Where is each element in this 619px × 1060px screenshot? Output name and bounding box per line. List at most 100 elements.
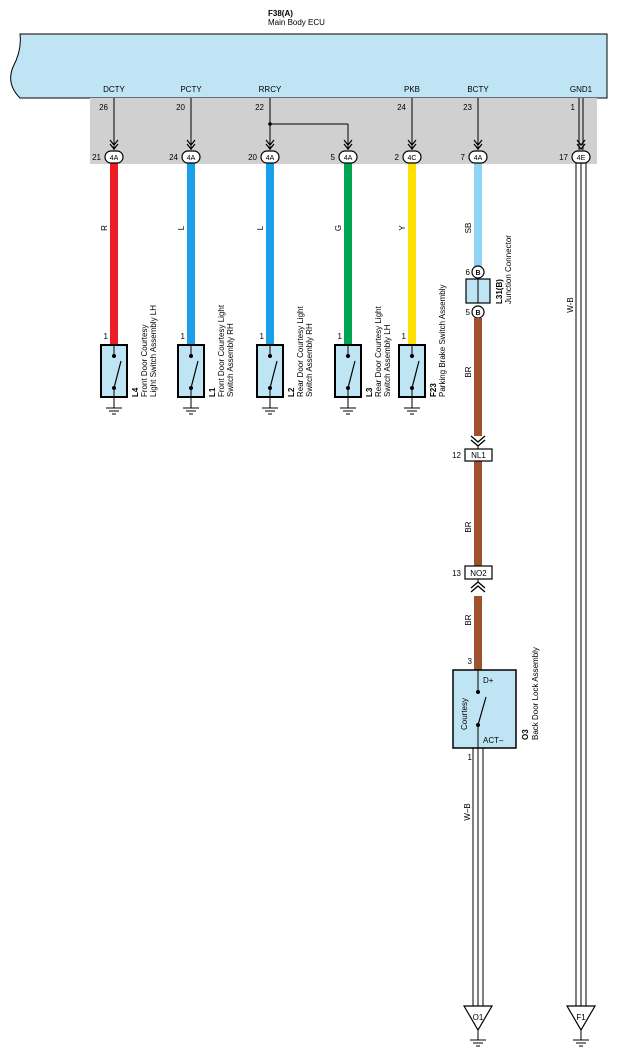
junction-connector: 4A 7 [461, 150, 488, 164]
backdoor-inner-label: Courtesy [460, 698, 469, 730]
junction-connector-l31: 6 B 5 B L31(B) Junction Connector [465, 235, 513, 319]
switch-pin: 1 [181, 332, 186, 341]
ecu-terminal-label: PKB [404, 85, 420, 94]
jc-pin: 20 [248, 153, 257, 162]
junction-connector: 4A 5 [331, 150, 358, 164]
switch-name-1: Rear Door Courtesy Light [374, 306, 383, 397]
jc-code: 4A [474, 155, 483, 162]
wire-code: G [334, 225, 343, 231]
switch-name-1: Front Door Courtesy [140, 325, 149, 397]
wire-code: W–B [463, 803, 472, 820]
wire-blue [266, 163, 274, 345]
switch-f23: 1 F23 Parking Brake Switch Assembly [398, 285, 447, 415]
jc-pin: 5 [331, 153, 336, 162]
back-door-lock-assembly: 3 D+ ACT– Courtesy O3 Back Door Lock Ass… [452, 647, 540, 762]
connector-code: NO2 [470, 569, 487, 578]
backdoor-pin-bottom: 1 [468, 753, 473, 762]
switch-name-2: Switch Assembly LH [383, 324, 392, 397]
backdoor-box [452, 669, 517, 749]
switch-pin: 1 [402, 332, 407, 341]
switch-name-1: Parking Brake Switch Assembly [438, 285, 447, 398]
junction-connector: 4A 21 [92, 150, 124, 164]
wire-green [344, 163, 352, 345]
ecu-pin: 26 [99, 103, 108, 112]
l31-letter: B [475, 310, 480, 317]
switch-l1: 1 L1 Front Door Courtesy Light Switch As… [177, 304, 235, 415]
ecu-terminal-label: PCTY [180, 85, 202, 94]
courtesy-switches: 1 L4 Front Door Courtesy Light Switch As… [100, 285, 447, 415]
wire-code: R [100, 225, 109, 231]
ecu-terminal-label: RRCY [259, 85, 282, 94]
wire-code: SB [464, 223, 473, 234]
jc-pin: 24 [169, 153, 178, 162]
wire-brown [474, 318, 482, 436]
jc-code: 4A [266, 155, 275, 162]
jc-pin: 2 [395, 153, 400, 162]
junction-connector: 4A 20 [248, 150, 280, 164]
backdoor-code: O3 [521, 729, 530, 740]
wire-sky-blue [474, 163, 482, 267]
wire-code: Y [398, 225, 407, 231]
switch-l2: 1 L2 Rear Door Courtesy Light Switch Ass… [256, 306, 314, 415]
ecu-pin: 24 [397, 103, 406, 112]
jc-code: 4A [187, 155, 196, 162]
l31-code: L31(B) [495, 279, 504, 304]
switch-l3: 1 L3 Rear Door Courtesy Light Switch Ass… [334, 306, 392, 415]
wire-code: BR [464, 614, 473, 625]
ecu-terminal-label: GND1 [570, 85, 593, 94]
switch-code: F23 [429, 383, 438, 397]
ecu-code: F38(A) [268, 9, 293, 18]
jc-code: 4C [408, 155, 417, 162]
ground-code: O1 [473, 1013, 484, 1022]
ecu-pin: 23 [463, 103, 472, 112]
l31-name: Junction Connector [504, 235, 513, 304]
l31-top-pin: 6 [466, 268, 471, 277]
wire-code: L [177, 225, 186, 230]
wire-white-black-f1 [575, 163, 587, 1012]
jc-pin: 7 [461, 153, 466, 162]
jc-code: 4E [577, 155, 586, 162]
switch-pin: 1 [338, 332, 343, 341]
switch-l4: 1 L4 Front Door Courtesy Light Switch As… [100, 305, 158, 415]
junction-connector: 4A 24 [169, 150, 201, 164]
connector-code: NL1 [471, 451, 486, 460]
switch-code: L2 [287, 387, 296, 397]
connector-pin: 13 [452, 569, 461, 578]
connector-no2: NO2 13 [452, 565, 493, 580]
backdoor-pin-top: 3 [468, 657, 473, 666]
switch-code: L1 [208, 387, 217, 397]
wire-white-black-o1 [472, 748, 484, 1012]
ground-o1: O1 [462, 1005, 494, 1047]
splice-dot [268, 122, 272, 126]
ecu-pin: 22 [255, 103, 264, 112]
backdoor-terminal-top: D+ [483, 676, 494, 685]
jc-pin: 17 [559, 153, 568, 162]
pin-chevrons [109, 139, 586, 150]
junction-connector: 4E 17 [559, 150, 591, 164]
ecu-pin: 20 [176, 103, 185, 112]
connector-pin: 12 [452, 451, 461, 460]
ecu-pin: 1 [571, 103, 576, 112]
ecu-terminals: DCTY PCTY RRCY PKB BCTY GND1 26 20 22 24… [99, 85, 593, 112]
wire-red [110, 163, 118, 345]
wire-brown [474, 596, 482, 670]
connector-nl1: NL1 12 [452, 448, 493, 462]
wire-blue [187, 163, 195, 345]
switch-name-1: Rear Door Courtesy Light [296, 306, 305, 397]
wire-code: BR [464, 366, 473, 377]
ground-code: F1 [576, 1013, 586, 1022]
wire-code: W-B [566, 297, 575, 312]
junction-connector: 4C 2 [395, 150, 422, 164]
wire-yellow [408, 163, 416, 345]
ground-f1: F1 [565, 1005, 597, 1047]
ecu-box [10, 33, 608, 99]
l31-letter: B [475, 270, 480, 277]
switch-name-2: Switch Assembly RH [305, 323, 314, 397]
switch-pin: 1 [260, 332, 265, 341]
backdoor-terminal-bottom: ACT– [483, 736, 504, 745]
switch-name-2: Switch Assembly RH [226, 323, 235, 397]
junction-connectors: 4A 21 4A 24 4A 20 4A 5 4C 2 4A 7 [92, 150, 591, 164]
jc-code: 4A [110, 155, 119, 162]
